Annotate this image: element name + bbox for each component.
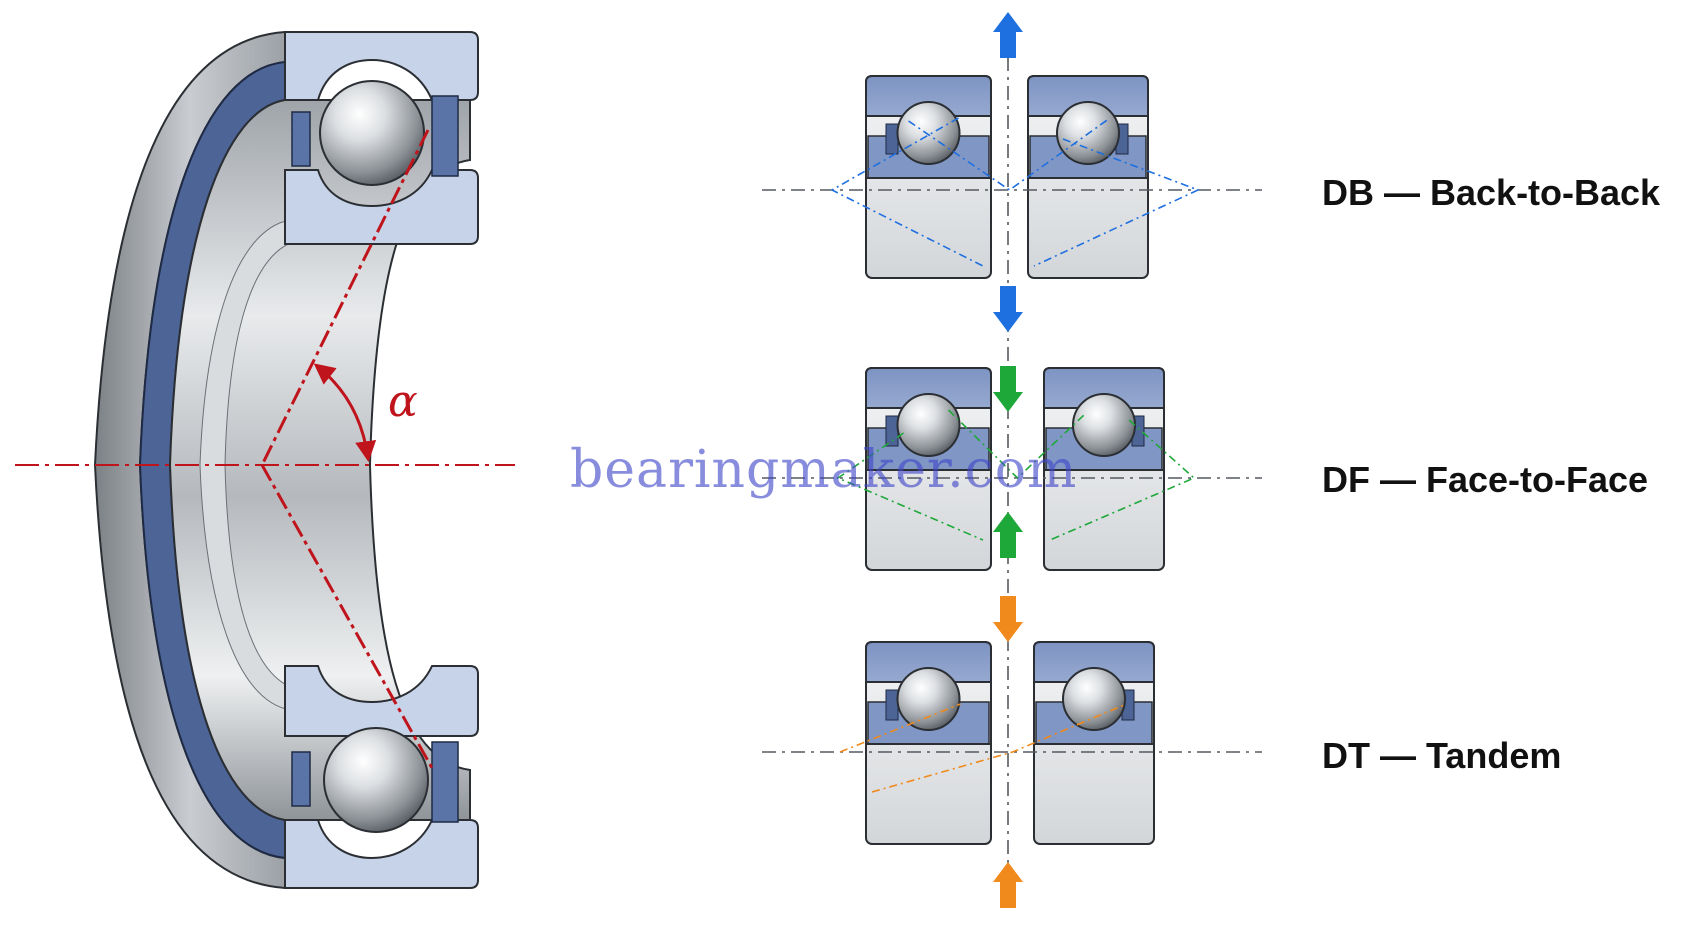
contact-line <box>830 117 984 267</box>
watermark: bearingmaker.com <box>570 440 1077 500</box>
ball-top <box>319 80 425 186</box>
load-arrow-down-db <box>993 286 1023 332</box>
arrangement-db: DB — Back-to-Back <box>762 75 1661 279</box>
cage <box>885 689 899 721</box>
arrangement-column: DB — Back-to-Back DF — Face-to-Face DT — T… <box>762 12 1661 908</box>
cage <box>885 123 899 155</box>
contact-line <box>871 704 1125 793</box>
arrangement-label-db: DB — Back-to-Back <box>1322 172 1661 213</box>
load-arrow-up-db <box>993 12 1023 58</box>
contact-line <box>836 432 984 541</box>
outer-ring-band <box>1033 641 1155 683</box>
load-arrow-up-dt <box>993 862 1023 908</box>
load-arrow-down-dt <box>993 596 1023 642</box>
cage-bottom <box>431 741 459 823</box>
contact-line <box>908 117 1111 191</box>
ball <box>896 101 961 165</box>
ball <box>1062 667 1126 731</box>
contact-line-top <box>260 129 430 466</box>
bearing-cutaway: α <box>15 30 515 890</box>
cage-top <box>431 95 459 177</box>
load-arrow-down-df <box>993 366 1023 412</box>
outer-ring-band <box>1027 75 1149 117</box>
inner-ring-section-bottom <box>284 665 479 737</box>
ball <box>896 393 961 457</box>
outer-ring-band <box>865 641 992 683</box>
load-arrow-up-df <box>993 512 1023 558</box>
ball <box>1072 393 1136 457</box>
arrangement-label-df: DF — Face-to-Face <box>1322 459 1648 500</box>
contact-angle-arc <box>313 363 377 463</box>
arrangement-df: DF — Face-to-Face <box>762 367 1648 571</box>
arrangement-label-dt: DT — Tandem <box>1322 735 1561 776</box>
contact-line <box>1033 138 1201 267</box>
ball-bottom <box>323 727 429 833</box>
arrangement-dt: DT — Tandem <box>762 641 1561 845</box>
contact-angle-symbol: α <box>388 376 418 427</box>
outer-ring-band <box>1043 367 1165 409</box>
ball <box>896 667 961 731</box>
outer-ring-band <box>865 75 992 117</box>
contact-line-bottom <box>260 464 434 769</box>
contact-line <box>839 703 961 753</box>
contact-line <box>947 409 1085 480</box>
outer-ring-band <box>865 367 992 409</box>
